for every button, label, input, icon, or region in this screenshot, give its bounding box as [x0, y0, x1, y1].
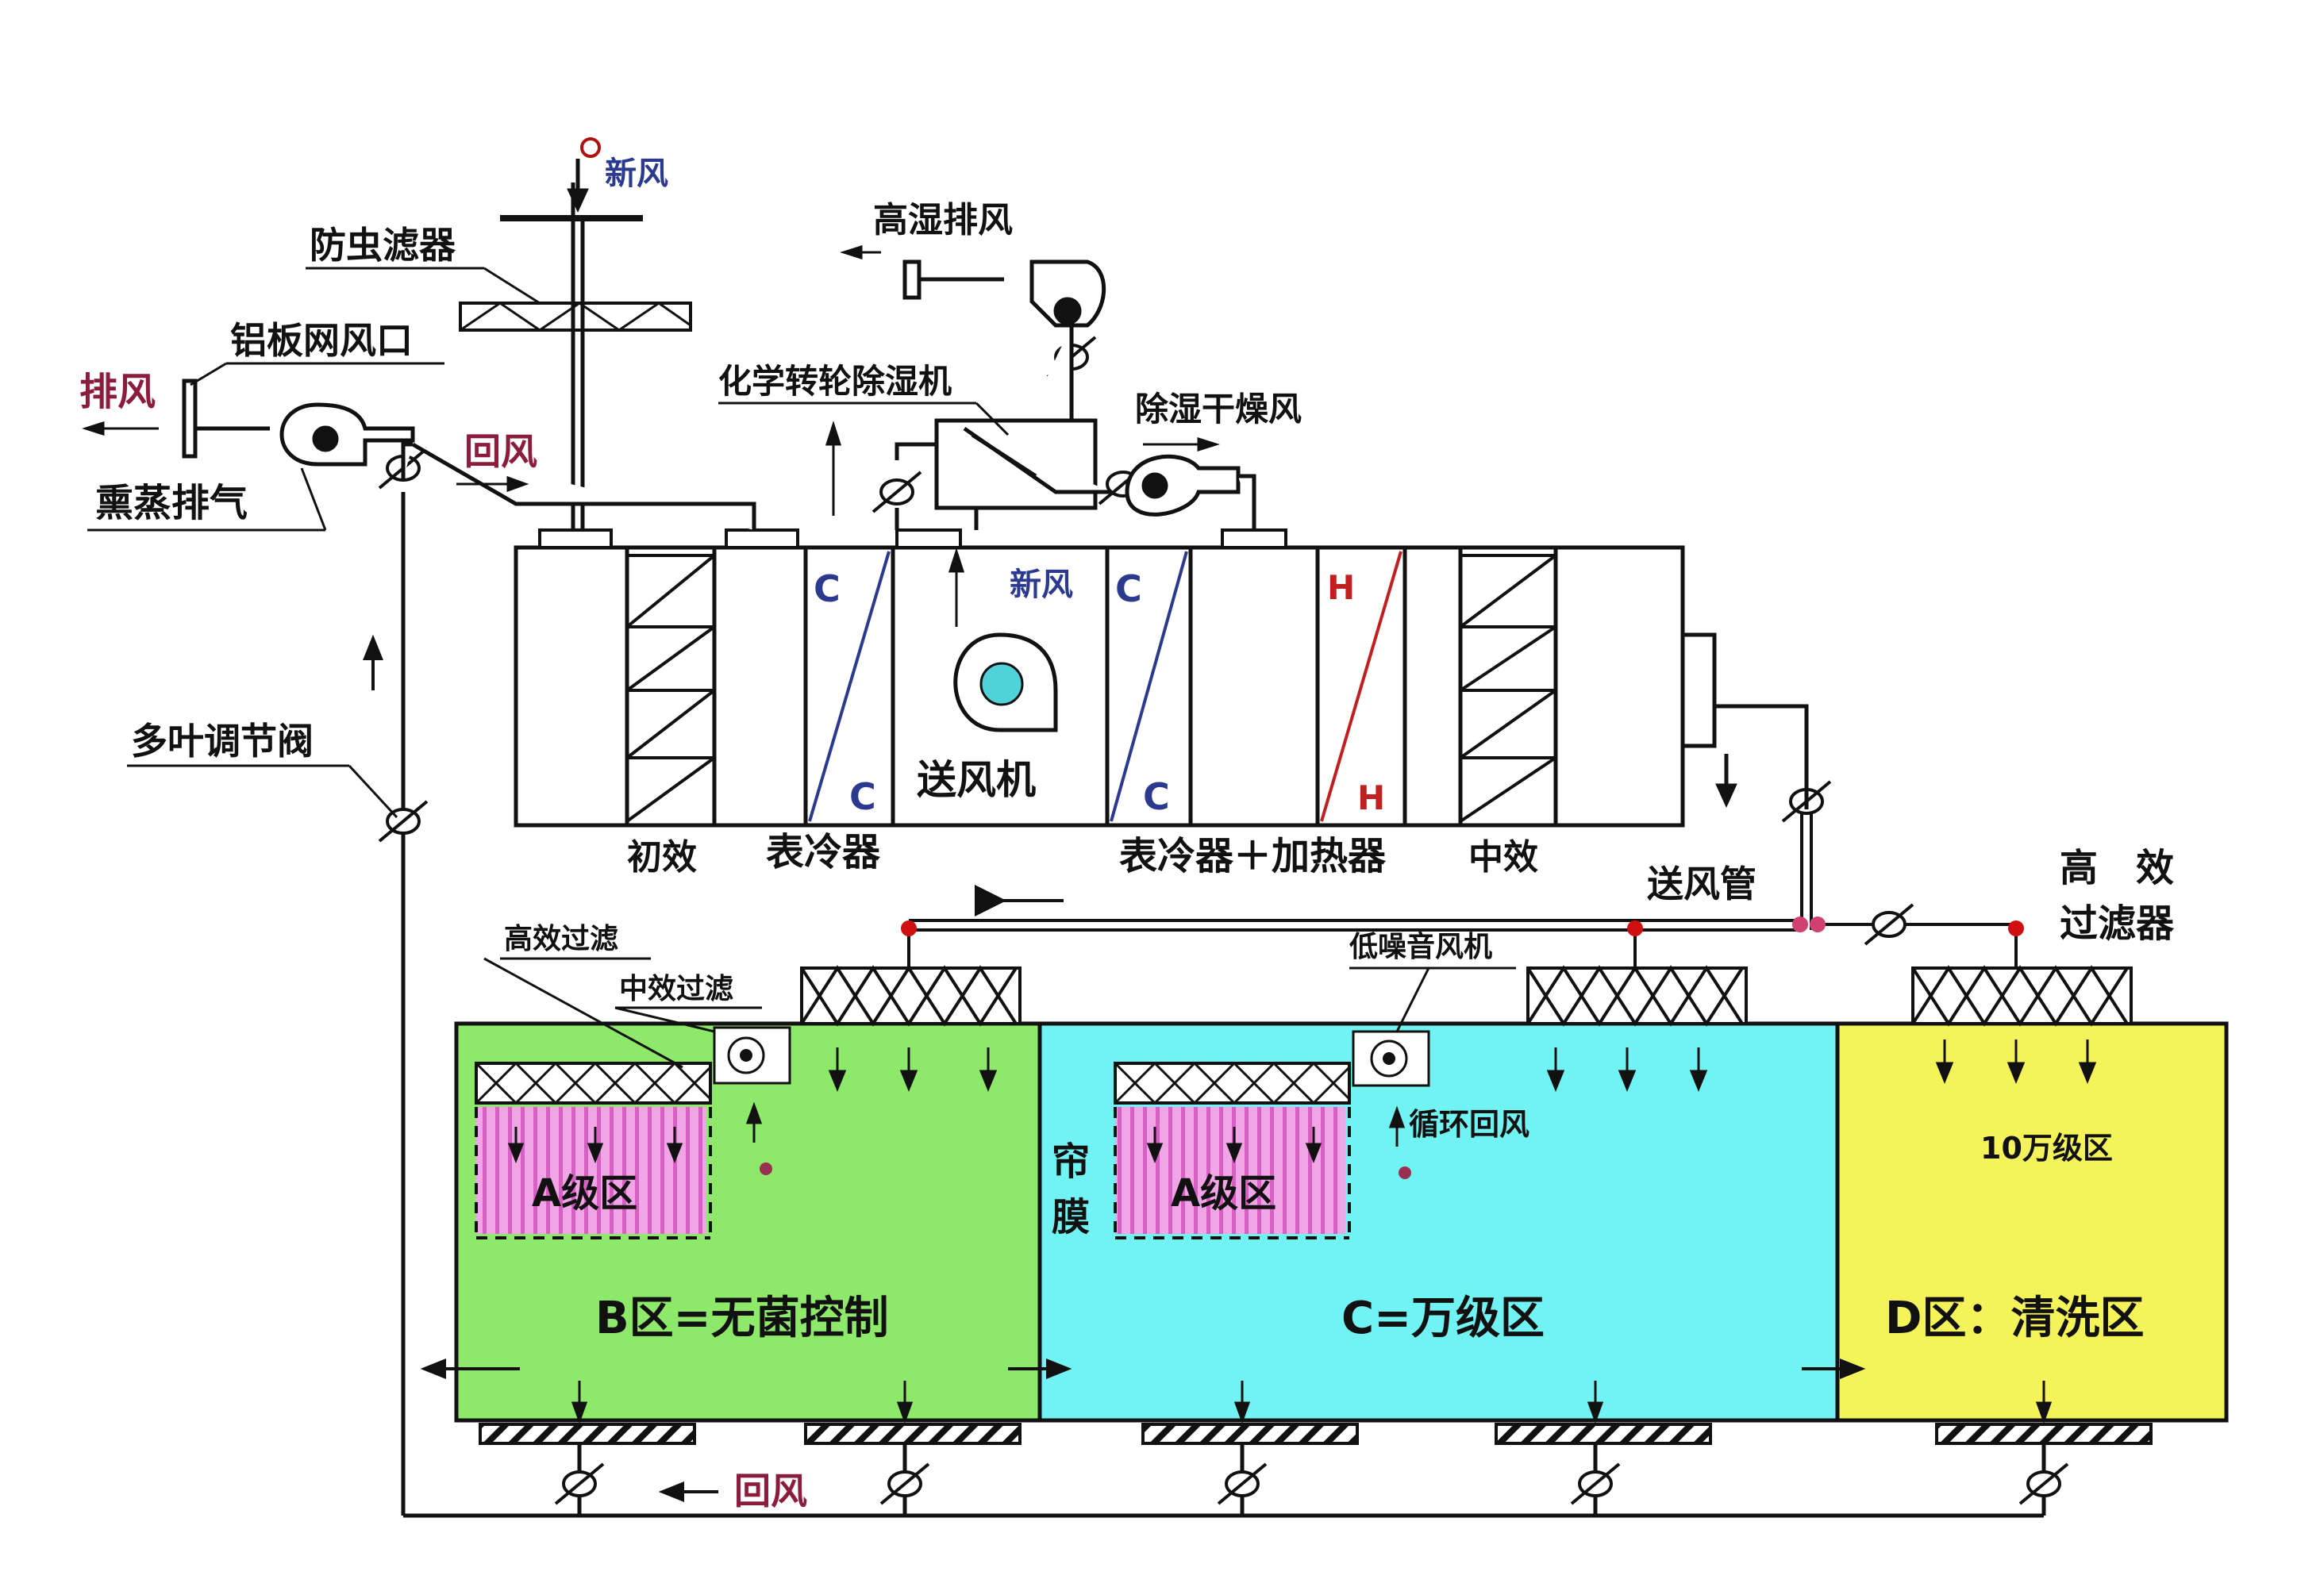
text-labels: 新风 防虫滤器 铝板网风口 排风 熏蒸排气 回风 多叶调节阀 高湿排风 化学转轮… [79, 156, 2175, 1512]
duct-nodes [901, 916, 2024, 936]
label-dehumidify-dry-air: 除湿干燥风 [1135, 390, 1302, 428]
rotary-dehumidifier-icon [895, 418, 1256, 530]
label-supply-fan: 送风机 [917, 757, 1036, 803]
low-noise-fan-icon [713, 1026, 1430, 1087]
label-fresh-air-top: 新风 [605, 156, 668, 192]
label-coil-c-top-1: C [814, 567, 841, 610]
label-zone-c: C=万级区 [1341, 1293, 1545, 1344]
label-multi-blade-damper: 多叶调节阀 [131, 720, 314, 763]
label-high-humidity-exhaust: 高湿排风 [873, 200, 1013, 240]
label-curtain-2: 膜 [1052, 1195, 1090, 1239]
zone-a-left [475, 1061, 712, 1239]
label-zone-100k: 10万级区 [1980, 1131, 2113, 1166]
label-zone-b: B区=无菌控制 [595, 1293, 889, 1344]
fresh-air-intake [459, 137, 692, 530]
supply-fan-icon [953, 632, 1058, 732]
label-fresh-air-ahu: 新风 [1010, 567, 1073, 603]
label-medium-filter: 中效 [1468, 837, 1538, 878]
label-aluminum-vent: 铝板网风口 [230, 319, 413, 362]
sensor-dot [1399, 1166, 1411, 1179]
label-zone-a-1: A级区 [532, 1171, 637, 1216]
label-return-air-top: 回风 [464, 430, 537, 473]
return-grilles [479, 1423, 2153, 1445]
ahu-outlet-duct [1714, 704, 1809, 809]
label-heater-h-bottom: H [1357, 778, 1385, 817]
label-high-eff-filter: 高效过滤 [504, 923, 618, 955]
label-primary-filter: 初效 [627, 837, 697, 878]
damper-icons [378, 336, 2069, 1505]
label-heater-h-top: H [1327, 568, 1355, 607]
label-recirc-return: 循环回风 [1409, 1107, 1529, 1142]
humidity-exhaust-arrow [840, 244, 881, 260]
label-zone-a-2: A级区 [1171, 1171, 1276, 1216]
label-supply-duct: 送风管 [1647, 863, 1756, 905]
label-coil-c-top-2: C [1115, 567, 1142, 610]
exhaust-arrows [82, 421, 529, 493]
label-curtain-1: 帘 [1052, 1139, 1090, 1184]
label-rotary-dehumidifier: 化学转轮除湿机 [718, 362, 952, 401]
label-low-noise-fan: 低噪音风机 [1349, 931, 1492, 963]
label-cooler-heater: 表冷器＋加热器 [1119, 834, 1387, 878]
label-cooling-coil: 表冷器 [766, 830, 881, 874]
ahu-top-stubs [538, 528, 1287, 549]
label-hepa-line1: 高 效 [2060, 846, 2174, 890]
ahu-filter-sections [625, 554, 1557, 823]
label-exhaust: 排风 [79, 370, 156, 414]
air-handling-unit [514, 545, 1717, 828]
label-return-air-bottom: 回风 [734, 1470, 807, 1512]
zone-d-panel [1835, 1021, 2229, 1423]
hepa-filter-boxes [800, 965, 2133, 1027]
label-hepa-line2: 过滤器 [2060, 901, 2175, 946]
exhaust-fan-icon [182, 378, 756, 530]
label-insect-filter: 防虫滤器 [310, 224, 456, 267]
transfer-arrows [420, 1358, 1866, 1379]
supply-outlet-arrows [507, 1039, 2097, 1164]
label-coil-c-bottom-2: C [1143, 775, 1170, 818]
label-medium-eff-filter: 中效过滤 [619, 973, 733, 1005]
zone-a-right [1114, 1061, 1351, 1239]
label-zone-d: D区：清洗区 [1885, 1293, 2144, 1344]
label-coil-c-bottom-1: C [849, 775, 876, 818]
return-arrow [363, 634, 718, 1502]
return-grille-arrows [571, 1381, 2053, 1424]
dehumidifier-arrows [825, 421, 1220, 627]
label-fumigation-exhaust: 熏蒸排气 [95, 481, 248, 525]
sensor-dot [760, 1162, 772, 1175]
coil-lines [808, 551, 1402, 822]
